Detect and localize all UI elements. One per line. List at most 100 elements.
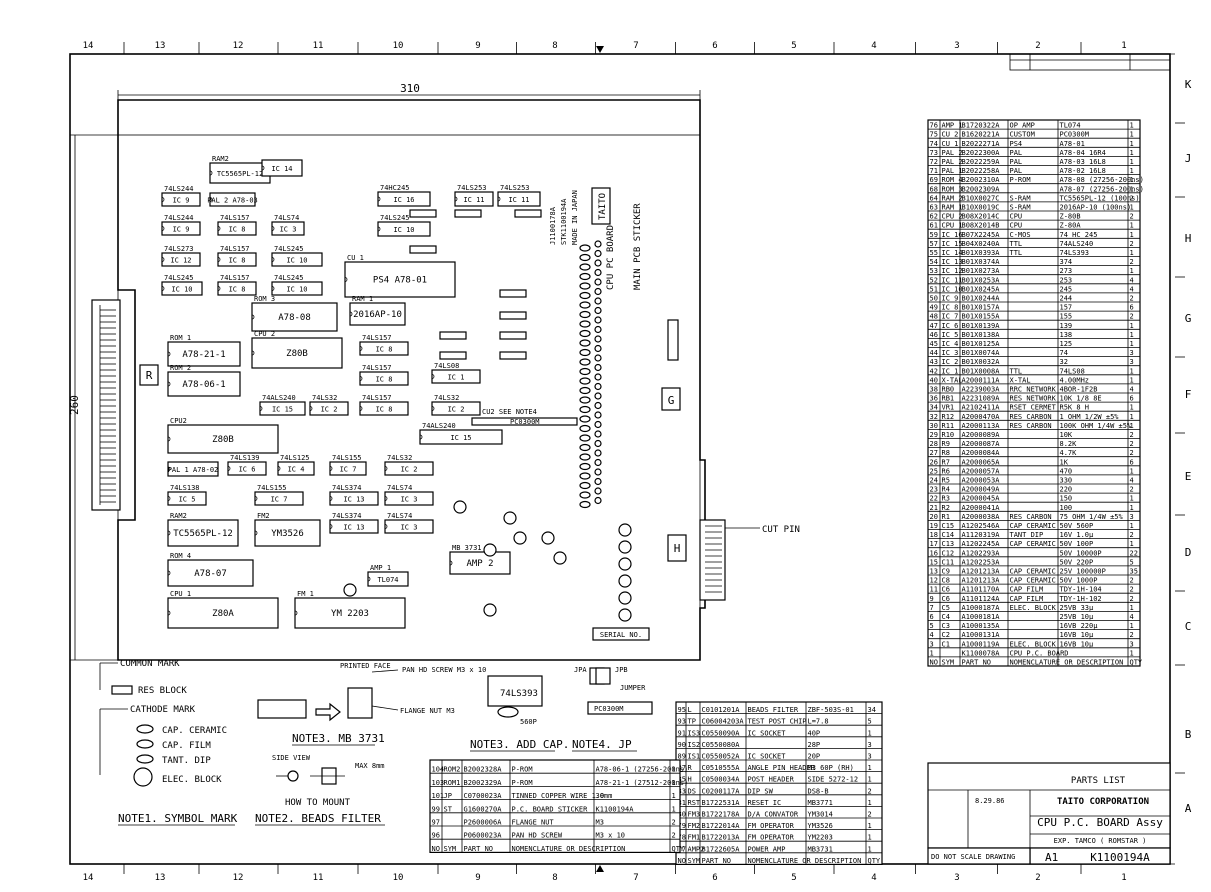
table-cell: 80 [678,811,686,819]
svg-text:RES BLOCK: RES BLOCK [138,686,187,696]
note2-beads-filter: SIDE VIEW MAX 8mm HOW TO MOUNT NOTE2. BE… [255,754,385,826]
table-cell: 125 [1060,340,1073,348]
table-cell: C06004203A [702,718,745,726]
table-cell: CPU P.C. BOARD [1010,649,1069,657]
table-cell: 2 [1130,449,1134,457]
table-cell: R1 [942,513,950,521]
table-header: NOMENCLATURE OR DESCRIPTION [1010,659,1124,667]
table-cell: B01X0157A [962,304,1001,312]
chip-label: AMP 2 [466,559,493,569]
chip-ref: CPU 2 [254,330,275,338]
table-cell: M3 [596,819,604,827]
table-cell: 374 [1060,258,1073,266]
table-cell: B08X2014C [962,213,1000,221]
table-cell: 15 [930,558,938,566]
table-cell: RB0 [942,386,955,394]
table-cell: R7 [942,458,950,466]
table-cell: S-RAM [1010,194,1031,202]
connector-g: G [661,387,681,411]
svg-text:COMMON MARK: COMMON MARK [120,659,180,669]
table-cell: B01X0032A [962,358,1001,366]
table-cell: 61 [930,222,938,230]
table-cell: A78-04 16R4 [1060,149,1106,157]
chip-label: IC 11 [463,196,484,204]
table-cell: TINNED COPPER WIRE 1.0 [512,792,605,800]
chip-ref: 74LS138 [170,484,200,492]
table-cell: 3 [1130,349,1134,357]
note3b-title: NOTE3. ADD CAP. [470,738,569,751]
taito-logo: TAITO [591,187,611,225]
table-cell: 1 [1130,495,1134,503]
table-cell: P-ROM [512,779,533,787]
table-cell: B01X0245A [962,285,1001,293]
chip-ref: 74LS157 [220,274,250,282]
grid-number: 8 [552,873,557,883]
cpu-board-label: CPU PC BOARD [606,225,616,290]
chip-label: TC5565PL-12 [217,170,263,178]
table-cell: C8 [942,577,950,585]
table-cell: TTL [1010,367,1023,375]
table-cell: B07X2245A [962,231,1001,239]
table-cell: 157 [1060,304,1073,312]
grid-number: 10 [393,873,404,883]
table-cell: M3 x 10 [596,832,626,840]
table-cell: CAP CERAMIC [1010,540,1056,548]
cu2-strip: CU2 SEE NOTE4 PC0300M [471,408,578,426]
grid-number: 7 [633,873,638,883]
table-cell: 3 [1130,640,1134,648]
chip-ref: 74LS32 [387,454,412,462]
table-cell: 7 [930,604,934,612]
table-cell: 72 [930,158,938,166]
table-cell: B01X0074A [962,349,1001,357]
table-cell: 1 [930,649,934,657]
table-cell: 6 [1130,304,1134,312]
table-cell: 16VB 10μ [1060,631,1095,639]
svg-text:SIDE VIEW: SIDE VIEW [272,754,311,762]
table-cell: 4BOR-1F2B [1060,386,1098,394]
table-cell: R10 [942,431,955,439]
edge-connector-left: R [91,299,159,511]
chip-ref: 74LS157 [220,245,250,253]
table-cell: 90 [678,741,686,749]
svg-text:ELEC. BLOCK: ELEC. BLOCK [162,775,222,785]
table-cell: 1 [1130,131,1134,139]
table-cell: IS2 [688,741,701,749]
grid-number: 12 [233,41,244,51]
capacitors [343,500,567,617]
table-cell: A1120319A [962,531,1001,539]
table-cell: 50V 560P [1060,522,1094,530]
table-cell: B10X0019C [962,204,1000,212]
connector-r-label: R [146,369,153,382]
chip-label: IC 2 [448,406,465,414]
table-cell: RRC NETWORK [1010,386,1057,394]
table-cell: P.C. BOARD STICKER [512,805,589,813]
grid-number: 1 [1121,41,1126,51]
chip-label: Z80A [212,609,234,619]
table-cell: 69 [930,176,938,184]
table-cell: B01X0138A [962,331,1001,339]
table-cell: 3 [930,640,934,648]
table-cell: 1 [1130,267,1134,275]
table-header: NO [432,845,440,853]
table-cell: B1722605A [702,845,741,853]
svg-text:TAITO: TAITO [598,193,608,220]
table-cell: A78-02 16L8 [1060,167,1106,175]
grid-letter: F [1185,388,1192,401]
chip-ref: FM2 [257,512,270,520]
table-cell: PAL [1010,167,1023,175]
table-cell: 330 [1060,477,1073,485]
table-cell: TC5565PL-12 (100ns) [1060,194,1140,202]
